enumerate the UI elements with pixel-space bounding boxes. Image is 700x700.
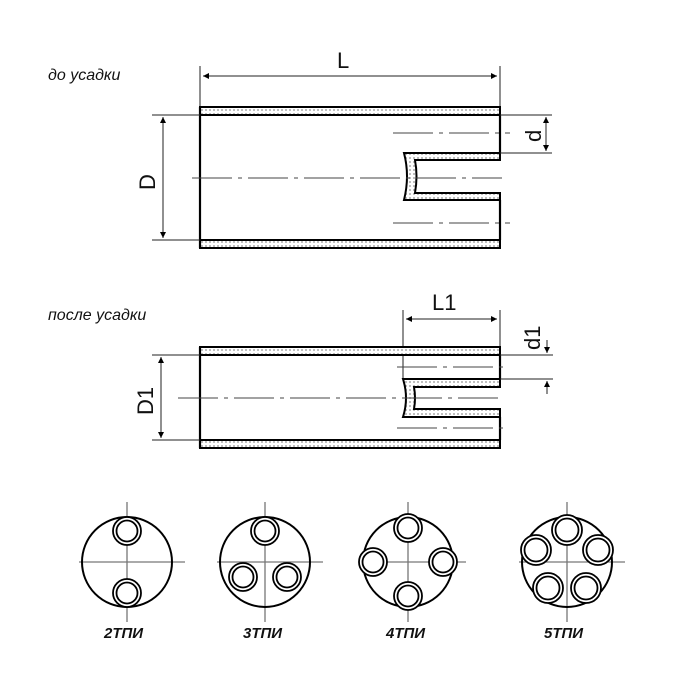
- tube-inner-circle: [115, 519, 139, 543]
- dimension-L-label: L: [337, 48, 349, 73]
- tube-inner-circle: [396, 584, 420, 608]
- cross-section-3: [217, 502, 323, 622]
- variant-label-3: 3ТПИ: [243, 625, 283, 642]
- dimension-d1-label: d1: [520, 326, 545, 350]
- tube-outer-circle: [520, 534, 552, 566]
- cross-section-2: [79, 502, 185, 622]
- tube-inner-circle: [361, 550, 385, 574]
- tube-inner-circle: [535, 575, 561, 601]
- tube-outer-circle: [582, 534, 614, 566]
- tube-inner-circle: [396, 516, 420, 540]
- dimension-D1-label: D1: [133, 387, 158, 415]
- tube-after-shrink: [152, 310, 553, 449]
- tube-inner-circle: [554, 517, 580, 543]
- tube-inner-circle: [523, 537, 549, 563]
- tube-inner-circle: [253, 519, 277, 543]
- tube-before-shrink: [152, 66, 552, 249]
- dimension-D-label: D: [135, 174, 160, 190]
- variant-label-2: 2ТПИ: [103, 625, 144, 642]
- variant-label-5: 5ТПИ: [544, 625, 584, 642]
- label-before-shrink: до усадки: [48, 67, 120, 84]
- dimension-d-label: d: [521, 130, 546, 142]
- dimension-L1-label: L1: [432, 290, 456, 315]
- cross-section-5: [519, 502, 625, 622]
- tube-outer-circle: [551, 514, 583, 546]
- tube-inner-circle: [573, 575, 599, 601]
- tube-outer-circle: [570, 572, 602, 604]
- variant-label-4: 4ТПИ: [385, 625, 426, 642]
- tube-inner-circle: [275, 565, 299, 589]
- label-after-shrink: после усадки: [48, 307, 146, 324]
- tube-outer-circle: [532, 572, 564, 604]
- cross-section-4: [358, 502, 466, 622]
- tube-inner-circle: [231, 565, 255, 589]
- tube-inner-circle: [585, 537, 611, 563]
- tube-inner-circle: [431, 550, 455, 574]
- tube-inner-circle: [115, 581, 139, 605]
